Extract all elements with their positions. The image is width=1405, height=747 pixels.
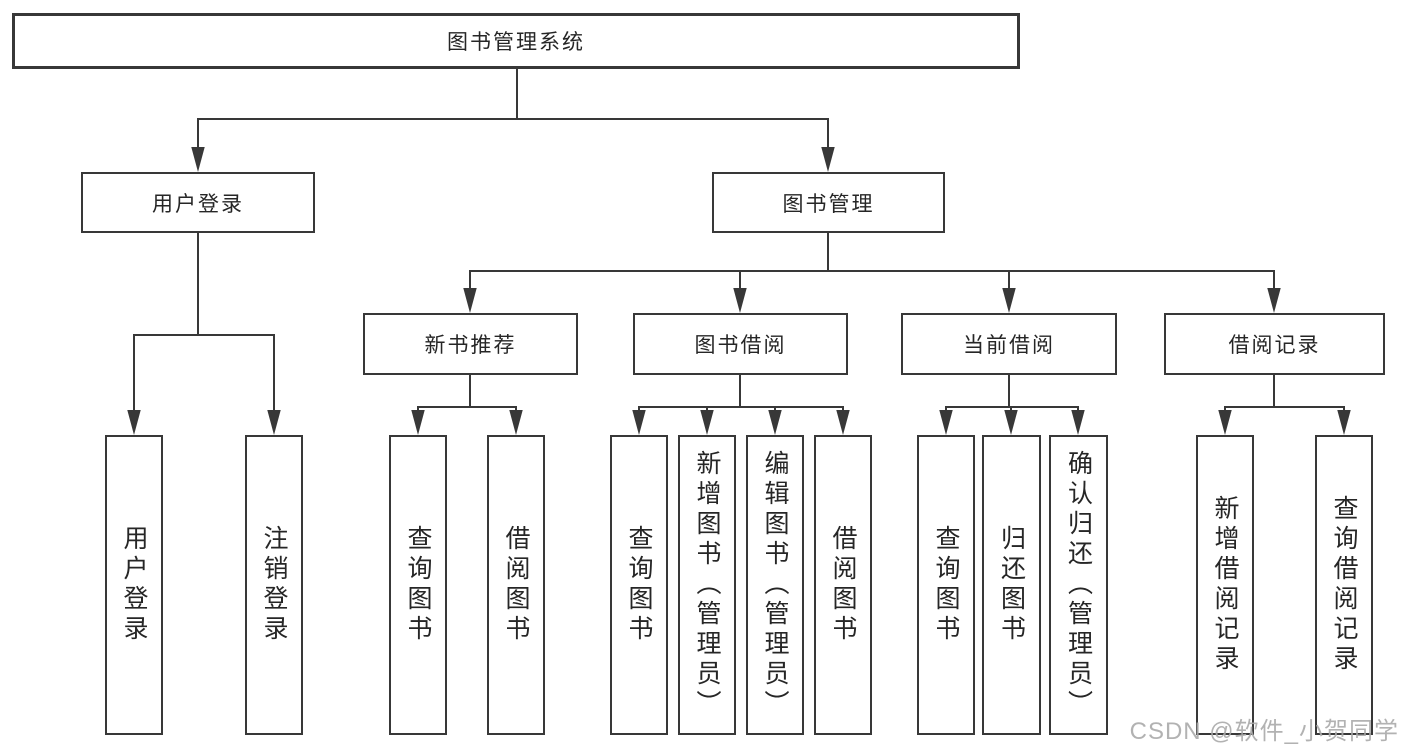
connector-drop-root-1 (827, 119, 829, 168)
arrowhead-down-icon (267, 410, 281, 435)
node-leaf-query-book-3: 查询图书 (917, 435, 975, 735)
node-label-leaf-borrow-book-1: 借阅图书 (502, 525, 530, 645)
connector-stub-borrow-records (1273, 375, 1275, 407)
csdn-watermark: CSDN @软件_小贺同学 (1129, 718, 1399, 745)
connector-rail-new-book-rec (417, 406, 517, 408)
connector-stub-user-login (197, 233, 199, 335)
node-label-new-book-rec: 新书推荐 (424, 334, 517, 357)
connector-drop-user-login-0 (133, 335, 135, 431)
node-new-book-rec: 新书推荐 (363, 313, 578, 375)
node-leaf-borrow-book-1: 借阅图书 (487, 435, 545, 735)
node-label-user-login: 用户登录 (152, 192, 244, 216)
node-leaf-confirm-return: 确认归还（管理员） (1049, 435, 1108, 735)
node-label-leaf-add-record: 新增借阅记录 (1211, 495, 1239, 675)
arrowhead-down-icon (1004, 410, 1018, 435)
node-label-current-borrow: 当前借阅 (963, 334, 1055, 357)
node-leaf-return-book: 归还图书 (982, 435, 1041, 735)
node-leaf-user-login: 用户登录 (105, 435, 163, 735)
connector-stub-book-borrow (739, 375, 741, 407)
node-label-book-mgmt: 图书管理 (782, 192, 875, 216)
arrowhead-down-icon (127, 410, 141, 435)
arrowhead-down-icon (1071, 410, 1085, 435)
node-label-leaf-query-book-3: 查询图书 (932, 525, 960, 645)
connector-stub-book-mgmt (827, 233, 829, 271)
arrowhead-down-icon (768, 410, 782, 435)
node-current-borrow: 当前借阅 (901, 313, 1117, 375)
node-root: 图书管理系统 (12, 13, 1020, 69)
connector-stub-current-borrow (1008, 375, 1010, 407)
arrowhead-down-icon (632, 410, 646, 435)
arrowhead-down-icon (939, 410, 953, 435)
node-leaf-query-book-1: 查询图书 (389, 435, 447, 735)
arrowhead-down-icon (733, 288, 747, 313)
node-label-leaf-logout: 注销登录 (260, 525, 288, 645)
node-label-leaf-edit-book: 编辑图书（管理员） (761, 450, 789, 720)
arrowhead-down-icon (1267, 288, 1281, 313)
arrowhead-down-icon (700, 410, 714, 435)
arrowhead-down-icon (463, 288, 477, 313)
connector-drop-root-0 (197, 119, 199, 168)
connector-drop-user-login-1 (273, 335, 275, 431)
connector-rail-root (197, 118, 829, 120)
node-label-borrow-records: 借阅记录 (1228, 334, 1321, 357)
node-leaf-add-book: 新增图书（管理员） (678, 435, 736, 735)
connector-stub-new-book-rec (469, 375, 471, 407)
node-leaf-query-record: 查询借阅记录 (1315, 435, 1373, 735)
node-label-leaf-query-record: 查询借阅记录 (1330, 495, 1358, 675)
node-leaf-edit-book: 编辑图书（管理员） (746, 435, 804, 735)
connector-rail-current-borrow (945, 406, 1079, 408)
node-label-leaf-query-book-1: 查询图书 (404, 525, 432, 645)
arrowhead-down-icon (191, 147, 205, 172)
connector-rail-book-borrow (638, 406, 844, 408)
arrowhead-down-icon (1002, 288, 1016, 313)
connector-stub-root (516, 69, 518, 119)
node-label-leaf-return-book: 归还图书 (997, 525, 1026, 645)
connector-rail-book-mgmt (469, 270, 1275, 272)
arrowhead-down-icon (1218, 410, 1232, 435)
node-label-leaf-confirm-return: 确认归还（管理员） (1064, 450, 1093, 720)
node-leaf-borrow-book-2: 借阅图书 (814, 435, 872, 735)
node-label-root: 图书管理系统 (447, 31, 585, 54)
arrowhead-down-icon (836, 410, 850, 435)
node-label-leaf-borrow-book-2: 借阅图书 (829, 525, 857, 645)
arrowhead-down-icon (411, 410, 425, 435)
arrowhead-down-icon (821, 147, 835, 172)
node-label-leaf-add-book: 新增图书（管理员） (693, 450, 721, 720)
node-leaf-logout: 注销登录 (245, 435, 303, 735)
connector-rail-user-login (133, 334, 275, 336)
node-borrow-records: 借阅记录 (1164, 313, 1385, 375)
node-leaf-add-record: 新增借阅记录 (1196, 435, 1254, 735)
node-leaf-query-book-2: 查询图书 (610, 435, 668, 735)
node-book-borrow: 图书借阅 (633, 313, 848, 375)
node-user-login: 用户登录 (81, 172, 315, 233)
node-book-mgmt: 图书管理 (712, 172, 945, 233)
arrowhead-down-icon (1337, 410, 1351, 435)
arrowhead-down-icon (509, 410, 523, 435)
node-label-leaf-user-login: 用户登录 (120, 525, 148, 645)
node-label-leaf-query-book-2: 查询图书 (625, 525, 653, 645)
connector-rail-borrow-records (1224, 406, 1345, 408)
node-label-book-borrow: 图书借阅 (694, 334, 787, 357)
